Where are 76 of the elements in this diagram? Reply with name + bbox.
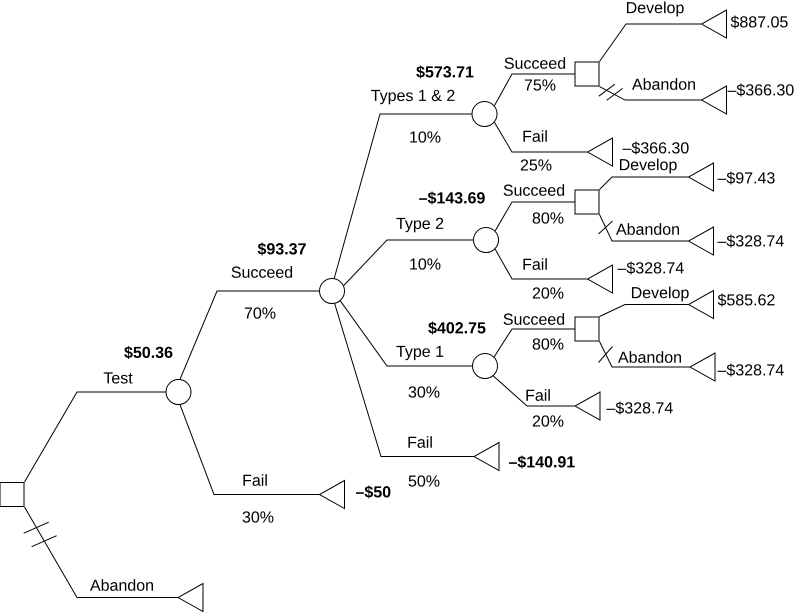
branch-line xyxy=(180,404,320,496)
branch-line xyxy=(340,300,472,366)
probability-label: 30% xyxy=(242,511,274,523)
decision-square xyxy=(574,190,600,214)
payoff-value: –$366.30 xyxy=(622,142,689,154)
branch-line xyxy=(180,290,320,380)
branch-label: Fail xyxy=(408,436,432,448)
payoff-value: $585.62 xyxy=(718,294,775,306)
probability-label: 20% xyxy=(532,287,564,299)
branch-line xyxy=(599,341,691,368)
chance-circle xyxy=(319,278,345,304)
expected-value: –$143.69 xyxy=(419,191,485,205)
probability-label: 10% xyxy=(410,258,440,270)
branch-line xyxy=(334,303,474,458)
expected-value: $573.71 xyxy=(416,65,474,79)
probability-label: 30% xyxy=(408,386,440,398)
branch-line xyxy=(334,114,472,279)
branch-label: Type 2 xyxy=(396,218,444,232)
branch-label: Succeed xyxy=(504,313,564,325)
branch-line xyxy=(492,375,576,406)
branch-label: Develop xyxy=(626,2,684,16)
branch-label: Succeed xyxy=(504,57,566,69)
branch-label: Abandon xyxy=(618,351,681,363)
chance-circle xyxy=(473,227,499,253)
probability-label: 10% xyxy=(410,131,440,143)
branch-line xyxy=(599,86,702,100)
decision-square xyxy=(574,62,600,86)
expected-value: $402.75 xyxy=(428,321,486,335)
chance-circle xyxy=(472,101,498,127)
probability-label: 70% xyxy=(244,307,276,319)
payoff-value: –$328.74 xyxy=(606,402,673,414)
payoff-value: –$97.43 xyxy=(718,172,775,184)
chance-circle xyxy=(472,353,498,379)
payoff-value: $887.05 xyxy=(730,16,788,28)
branch-line xyxy=(24,392,166,483)
decision-square xyxy=(574,316,600,342)
branch-label: Abandon xyxy=(90,579,153,591)
branch-line xyxy=(343,240,474,286)
branch-label: Succeed xyxy=(232,266,292,278)
chance-circle xyxy=(166,379,192,405)
probability-label: 80% xyxy=(532,338,564,350)
branch-line xyxy=(24,506,178,598)
branch-label: Abandon xyxy=(616,223,679,235)
probability-label: 25% xyxy=(520,159,552,171)
payoff-value: –$328.74 xyxy=(618,262,684,274)
branch-label: Abandon xyxy=(632,78,695,90)
expected-value: $50.36 xyxy=(124,346,172,360)
branch-label: Fail xyxy=(526,389,550,401)
payoff-value: –$328.74 xyxy=(718,364,784,376)
branch-line xyxy=(494,74,575,106)
branch-line xyxy=(599,304,689,317)
branch-label: Develop xyxy=(620,158,677,174)
branch-line xyxy=(599,214,689,242)
payoff-value: –$328.74 xyxy=(718,234,784,248)
branch-label: Develop xyxy=(632,286,689,302)
payoff-value: –$140.91 xyxy=(508,455,575,469)
probability-label: 20% xyxy=(532,415,564,427)
probability-label: 80% xyxy=(532,212,564,224)
branch-line xyxy=(599,24,702,62)
payoff-value: –$50 xyxy=(356,485,390,499)
branch-label: Types 1 & 2 xyxy=(371,90,454,104)
branch-label: Test xyxy=(104,372,133,384)
branch-label: Fail xyxy=(243,474,267,486)
payoff-value: –$366.30 xyxy=(728,84,794,96)
branch-line xyxy=(494,328,575,358)
probability-label: 50% xyxy=(408,475,440,487)
branch-label: Fail xyxy=(523,130,547,142)
branch-line xyxy=(494,248,588,280)
expected-value: $93.37 xyxy=(258,242,306,256)
branch-label: Fail xyxy=(523,258,547,270)
branch-line xyxy=(494,122,588,152)
probability-label: 75% xyxy=(524,79,556,91)
branch-line xyxy=(599,176,689,190)
branch-line xyxy=(494,202,575,232)
branch-label: Type 1 xyxy=(396,346,444,360)
branch-label: Succeed xyxy=(504,184,564,196)
